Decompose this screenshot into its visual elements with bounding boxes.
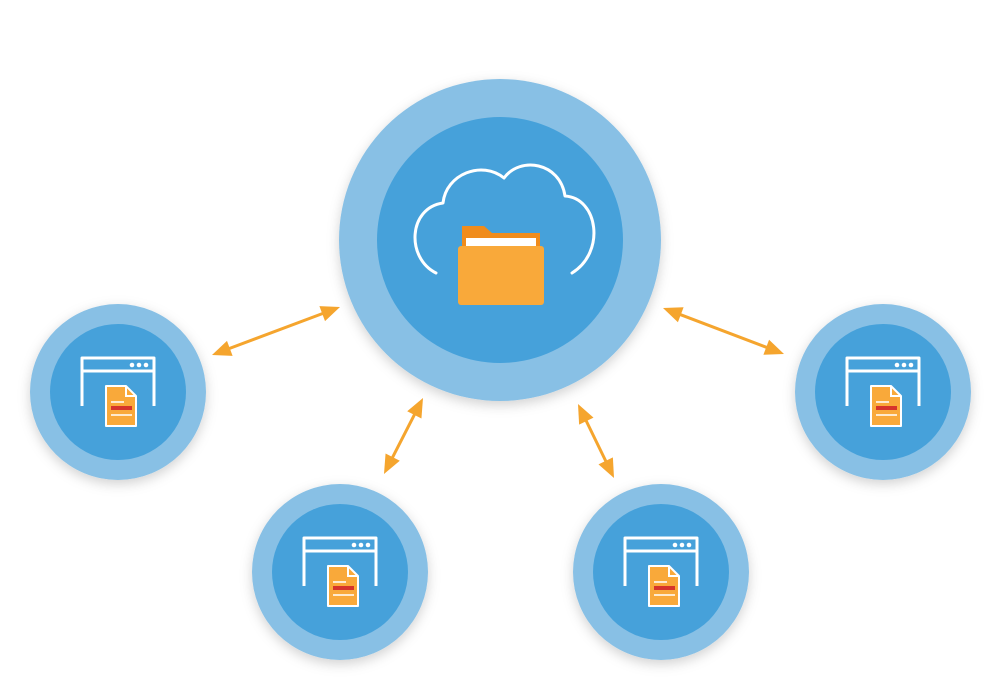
cloud-folder-icon — [413, 163, 596, 305]
client-node-2 — [252, 484, 428, 660]
connector-arrow-1 — [212, 306, 340, 356]
nodes — [30, 79, 971, 660]
hub-node — [339, 79, 661, 401]
client-node-4 — [795, 304, 971, 480]
connector-arrow-4 — [663, 307, 784, 355]
browser-window-document-icon — [623, 536, 699, 607]
browser-window-document-icon — [845, 356, 921, 427]
client-node-3 — [573, 484, 749, 660]
client-node-1 — [30, 304, 206, 480]
connectors — [212, 306, 784, 478]
connector-arrow-2 — [384, 398, 423, 474]
connector-arrow-3 — [578, 404, 614, 478]
browser-window-document-icon — [80, 356, 156, 427]
browser-window-document-icon — [302, 536, 378, 607]
